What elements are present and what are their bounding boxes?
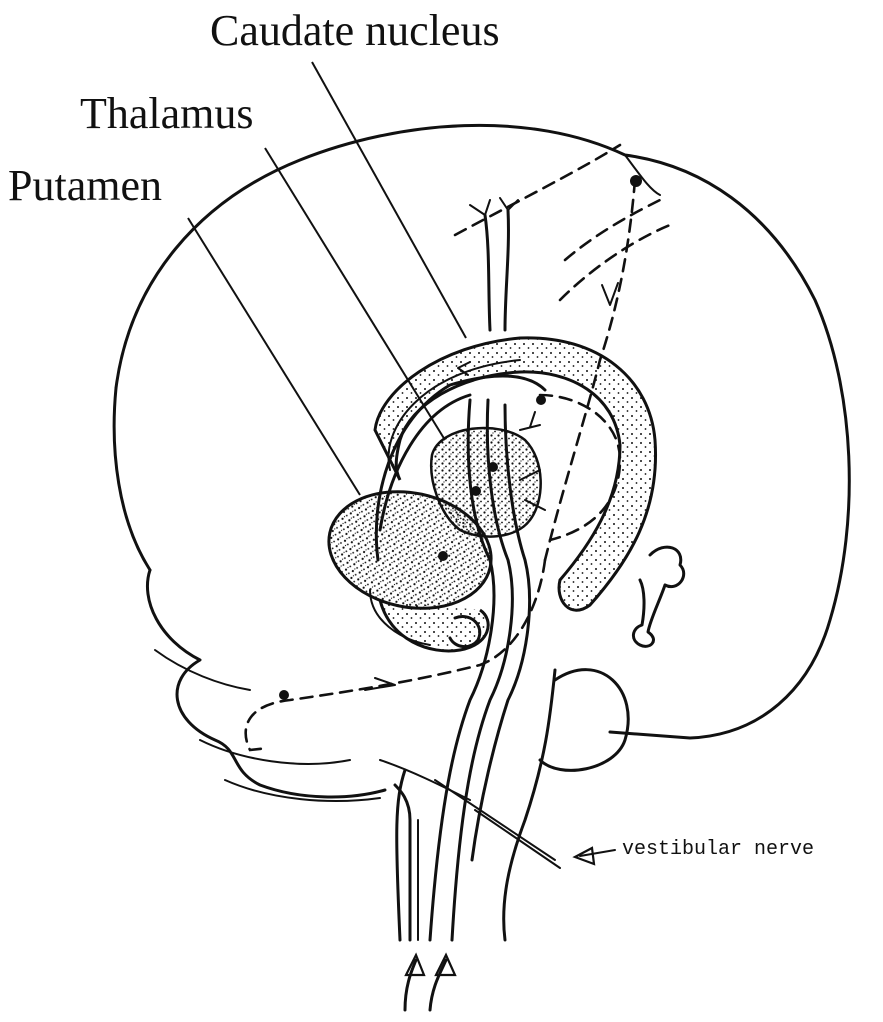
neuron-dot-caudate bbox=[536, 395, 546, 405]
temporal-lobe-outline bbox=[147, 570, 385, 797]
neuron-dot-temporal bbox=[279, 690, 289, 700]
brainstem-right bbox=[504, 670, 555, 940]
thalamus-leader-line bbox=[265, 148, 445, 440]
neuron-dot-putamen bbox=[438, 551, 448, 561]
temporal-lobe-fold bbox=[155, 650, 250, 690]
cortical-fiber-2 bbox=[505, 210, 508, 330]
thalamus-label: Thalamus bbox=[80, 89, 254, 138]
cortical-fiber-1 bbox=[485, 215, 490, 330]
neuron-dot-occipital bbox=[630, 175, 642, 187]
caudate-label: Caudate nucleus bbox=[210, 6, 500, 55]
cerebrum-lower-edge bbox=[114, 388, 150, 570]
input-arrow-right bbox=[430, 960, 446, 1010]
vestibular-nerve-line-1 bbox=[435, 780, 555, 860]
pineal-appendage bbox=[633, 547, 683, 646]
neuron-dot-thalamus-2 bbox=[471, 486, 481, 496]
dashed-pathway-occipital bbox=[565, 200, 660, 260]
temporal-fold-3 bbox=[225, 780, 380, 801]
vestibular-nerve-line-2 bbox=[475, 810, 560, 868]
vestibular-label: vestibular nerve bbox=[622, 838, 814, 861]
neuron-dot-thalamus-1 bbox=[488, 462, 498, 472]
caudate-leader-line bbox=[312, 62, 466, 338]
putamen-label: Putamen bbox=[8, 161, 162, 210]
dashed-pathway-cortex bbox=[455, 145, 620, 235]
